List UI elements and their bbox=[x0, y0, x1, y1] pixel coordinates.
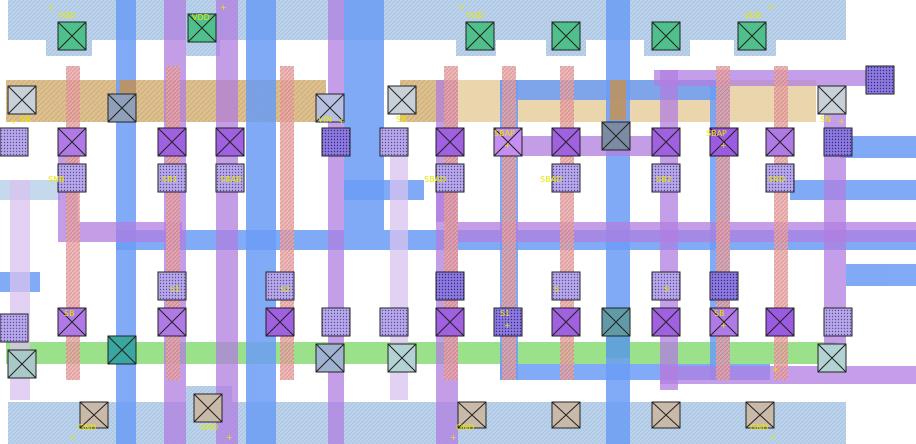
label-vin: VIN bbox=[318, 115, 332, 124]
label-sb: SB bbox=[20, 115, 31, 124]
label-sb: SB bbox=[714, 309, 725, 318]
label-s1: S1 bbox=[500, 309, 510, 318]
pin-marker: + bbox=[450, 433, 457, 442]
gnd-contacts bbox=[79, 393, 775, 429]
label-gnd: GND bbox=[750, 423, 768, 432]
label-sn: SN bbox=[820, 115, 831, 124]
label-s: S bbox=[554, 285, 559, 294]
pin-marker: + bbox=[70, 433, 77, 442]
pin-marker: + bbox=[48, 3, 55, 12]
label-sb: SB bbox=[64, 309, 75, 318]
pin-marker: + bbox=[458, 3, 465, 12]
label-sbap: SBAP bbox=[494, 129, 515, 138]
pin-marker: + bbox=[720, 321, 727, 330]
pin-marker: + bbox=[720, 141, 727, 150]
pin-marker: + bbox=[220, 3, 227, 12]
label-sbad: SBAD bbox=[424, 175, 446, 184]
label-vdd: VDD bbox=[58, 11, 76, 20]
pin-marker: + bbox=[768, 3, 775, 12]
vdd-contacts bbox=[57, 13, 767, 51]
label-sb1: SB1 bbox=[162, 175, 178, 184]
label-gnd: GND bbox=[200, 423, 218, 432]
pin-marker: + bbox=[338, 117, 345, 126]
label-sbad: SBAD bbox=[540, 175, 562, 184]
pin-marker: + bbox=[838, 117, 845, 126]
label-sbab: SBAB bbox=[220, 175, 242, 184]
label-snb: SNB bbox=[48, 175, 65, 184]
label-sb: SB bbox=[396, 115, 407, 124]
label-gnd: GND bbox=[456, 423, 474, 432]
label-sb2: SB2 bbox=[656, 175, 672, 184]
label-vdd: VDD bbox=[744, 11, 762, 20]
pin-markers: + + + + + + + + + + + + + + + + bbox=[10, 3, 845, 442]
well-contacts bbox=[7, 307, 847, 379]
diffusion-contacts bbox=[7, 85, 847, 151]
label-vdd: VDD bbox=[466, 11, 484, 20]
pin-marker: + bbox=[770, 433, 777, 442]
label-s2: S2 bbox=[280, 285, 290, 294]
net-labels: VDD VDD VDD VDD SB VIN SB SBAP SBAP SN S… bbox=[20, 11, 831, 432]
pin-marker: + bbox=[226, 433, 233, 442]
label-sbap: SBAP bbox=[706, 129, 727, 138]
pin-marker: + bbox=[10, 117, 17, 126]
label-gnd: GND bbox=[78, 423, 96, 432]
dotted-vias bbox=[0, 65, 895, 343]
label-s1: S1 bbox=[170, 285, 180, 294]
label-s: S bbox=[664, 285, 669, 294]
upper-gate-contacts bbox=[57, 127, 795, 157]
pin-marker: + bbox=[504, 141, 511, 150]
gnd-rail bbox=[8, 386, 846, 444]
pin-marker: + bbox=[504, 321, 511, 330]
lower-gate-contacts bbox=[57, 307, 795, 337]
label-snd: SND bbox=[768, 175, 785, 184]
label-vdd: VDD bbox=[192, 13, 210, 22]
pin-marker: + bbox=[772, 365, 779, 374]
